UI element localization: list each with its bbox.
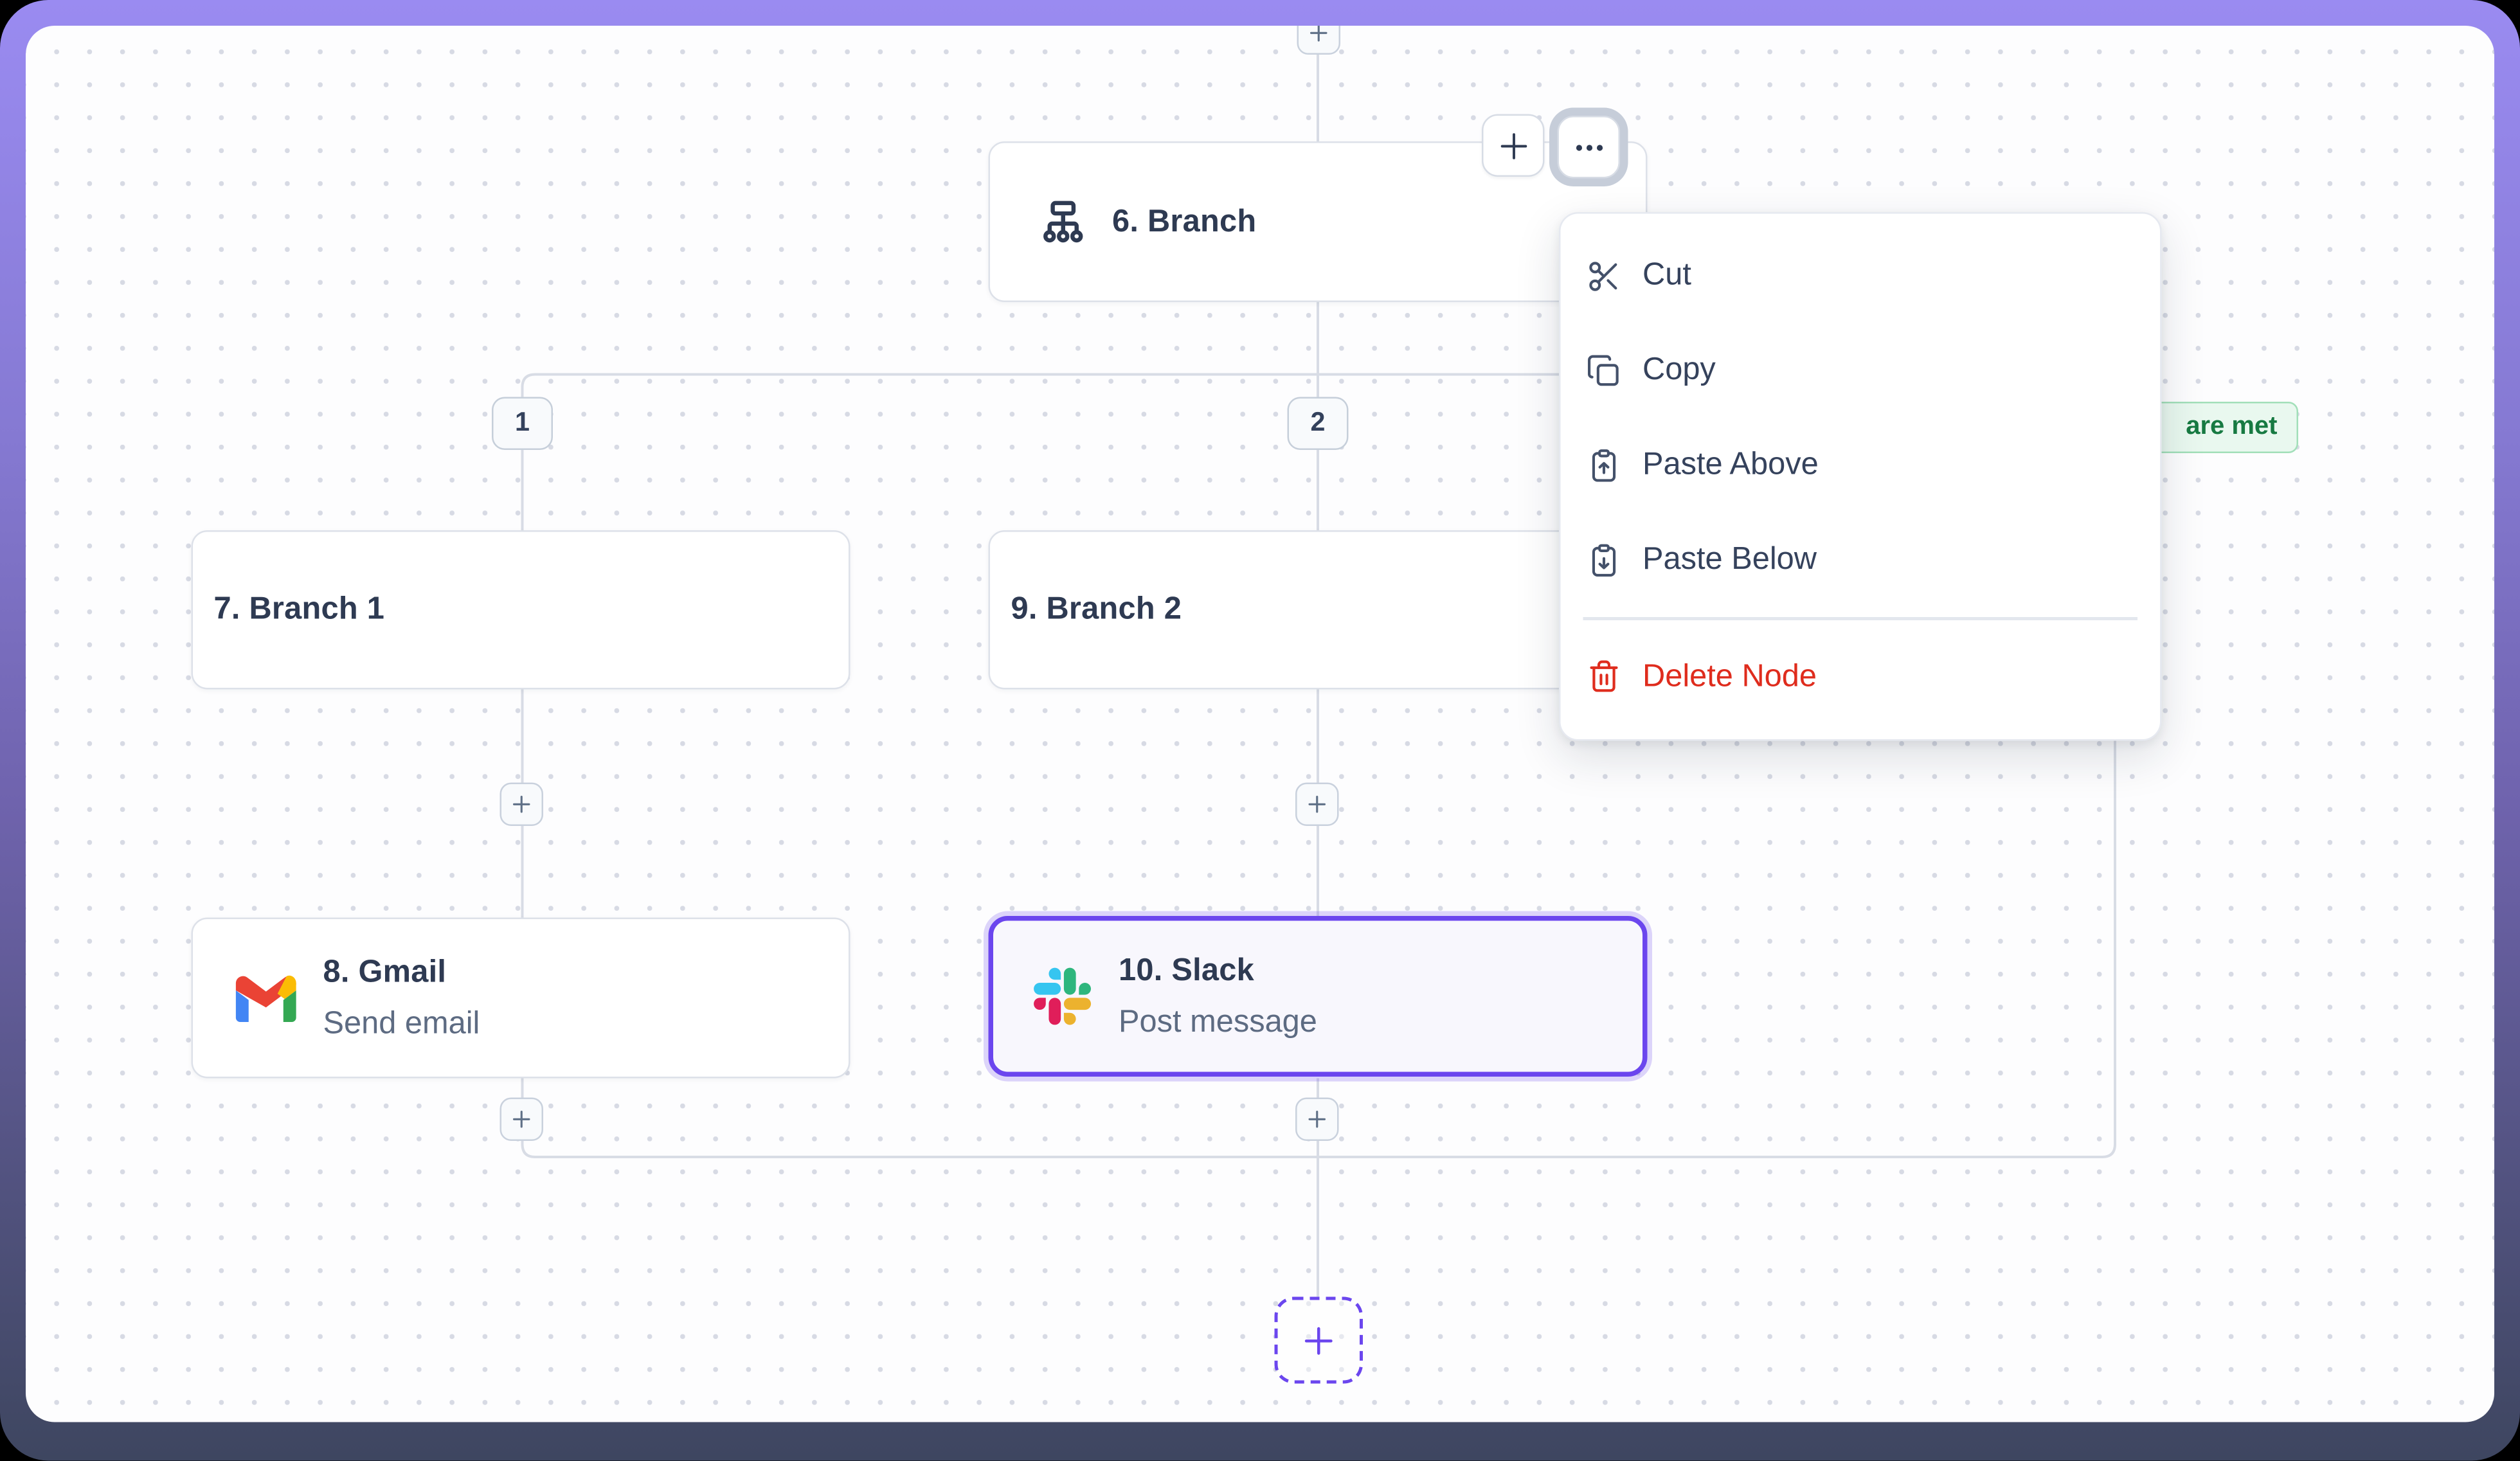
menu-item-label: Paste Below — [1643, 541, 1817, 577]
node-slack[interactable]: 10. Slack Post message — [988, 916, 1648, 1077]
menu-item-copy[interactable]: Copy — [1561, 323, 2161, 418]
clipboard-arrow-up-icon — [1587, 447, 1622, 483]
node-text-block: 10. Slack Post message — [1119, 952, 1317, 1041]
node-title: 10. Slack — [1119, 952, 1254, 988]
trash-icon — [1587, 659, 1622, 694]
node-context-menu: Cut Copy Pa — [1559, 212, 2162, 740]
node-branch[interactable]: 6. Branch — [988, 141, 1648, 302]
node-subtitle: Send email — [323, 1005, 480, 1041]
node-more-options-button[interactable] — [1557, 116, 1620, 179]
insert-node-button-branch1-end[interactable] — [500, 1097, 543, 1141]
node-title: 9. Branch 2 — [1011, 591, 1182, 627]
node-title: 8. Gmail — [323, 953, 447, 989]
branch-icon — [1038, 197, 1088, 247]
node-subtitle: Post message — [1119, 1003, 1317, 1039]
menu-item-delete-node[interactable]: Delete Node — [1561, 629, 2161, 724]
scissors-icon — [1587, 258, 1622, 293]
node-gmail[interactable]: 8. Gmail Send email — [191, 917, 851, 1079]
node-branch-1[interactable]: 7. Branch 1 — [191, 530, 851, 690]
menu-item-label: Copy — [1643, 352, 1716, 388]
node-text-block: 8. Gmail Send email — [323, 954, 480, 1043]
menu-item-cut[interactable]: Cut — [1561, 228, 2161, 323]
slack-icon — [1034, 967, 1092, 1025]
plus-icon — [1500, 132, 1527, 159]
menu-item-paste-above[interactable]: Paste Above — [1561, 418, 2161, 513]
insert-node-button-top[interactable] — [1297, 26, 1340, 55]
gmail-icon — [235, 974, 298, 1022]
clipboard-arrow-down-icon — [1587, 542, 1622, 578]
plus-icon — [1308, 795, 1326, 813]
branch-badge-2[interactable]: 2 — [1287, 397, 1349, 450]
node-branch-2[interactable]: 9. Branch 2 — [988, 530, 1648, 690]
plus-icon — [1304, 1326, 1333, 1354]
menu-item-label: Delete Node — [1643, 658, 1817, 694]
copy-icon — [1587, 353, 1622, 388]
insert-node-button-branch2-end[interactable] — [1295, 1097, 1339, 1141]
workflow-canvas[interactable]: are met 6. Branch — [26, 26, 2494, 1422]
insert-node-button-branch2[interactable] — [1295, 782, 1339, 826]
menu-divider — [1583, 617, 2138, 620]
node-title: 7. Branch 1 — [213, 591, 385, 627]
node-title: 6. Branch — [1112, 203, 1257, 239]
ellipsis-icon — [1575, 144, 1602, 150]
menu-item-label: Cut — [1643, 257, 1691, 292]
plus-icon — [1310, 26, 1328, 42]
add-node-dropzone[interactable] — [1274, 1296, 1363, 1384]
plus-icon — [512, 795, 530, 813]
branch-badge-1[interactable]: 1 — [492, 397, 553, 450]
plus-icon — [512, 1110, 530, 1128]
add-node-button[interactable] — [1482, 114, 1545, 177]
menu-item-paste-below[interactable]: Paste Below — [1561, 513, 2161, 608]
menu-item-label: Paste Above — [1643, 447, 1819, 482]
plus-icon — [1308, 1110, 1326, 1128]
insert-node-button-branch1[interactable] — [500, 782, 543, 826]
